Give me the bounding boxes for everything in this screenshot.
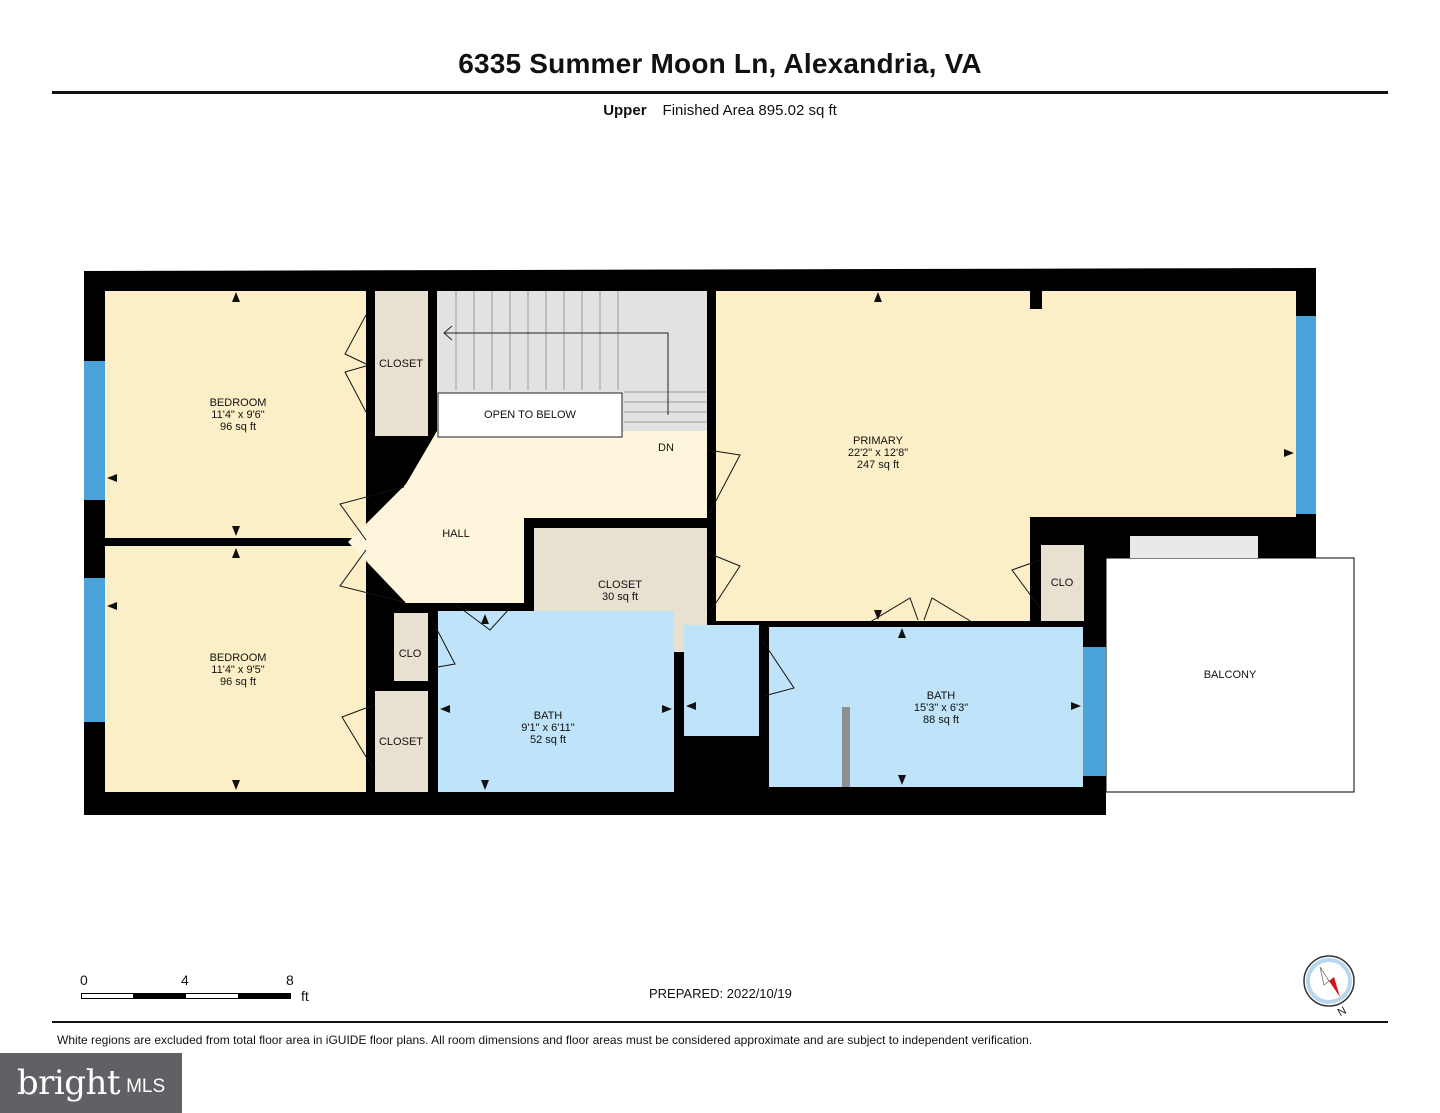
floor-level: Upper (603, 102, 647, 119)
closet-center-name: CLOSET (598, 579, 642, 591)
clo-right-floor (1041, 545, 1084, 621)
hall-floor (348, 431, 707, 603)
footer-divider (52, 1021, 1388, 1023)
scale-tick-8: 8 (286, 972, 294, 988)
scale-unit: ft (301, 988, 309, 1004)
bath-1-name: BATH (534, 710, 563, 722)
primary-dims: 22'2" x 12'8" (848, 447, 908, 459)
bedroom-1-dims: 11'4" x 9'6" (211, 409, 264, 421)
wall-stub (1030, 291, 1042, 309)
stair-treads (455, 291, 707, 423)
open-to-below-box (437, 392, 623, 438)
wall-stub (1030, 517, 1042, 545)
primary-floor-lower (716, 517, 1030, 621)
hall-name: HALL (442, 528, 470, 540)
bath-2-dims: 15'3" x 6'3" (914, 702, 968, 714)
scale-tick-4: 4 (181, 972, 189, 988)
brand-name: bright (16, 1063, 121, 1103)
title-divider (52, 91, 1388, 94)
bath-2-area: 88 sq ft (923, 714, 959, 726)
closet-top-name: CLOSET (379, 358, 423, 370)
primary-name: PRIMARY (853, 435, 904, 447)
stairs-down-label: DN (658, 442, 674, 454)
clo-left-name: CLO (399, 648, 422, 660)
bath-1-floor (438, 611, 674, 792)
scale-bar (81, 993, 291, 999)
closet-bottom-floor (375, 691, 428, 792)
stair-direction-arrow (444, 332, 669, 415)
open-to-below-label: OPEN TO BELOW (484, 409, 577, 421)
compass-icon: N (1303, 955, 1355, 1019)
page-title: 6335 Summer Moon Ln, Alexandria, VA (458, 48, 982, 79)
bath-2-floor (769, 627, 1083, 787)
prepared-date: PREPARED: 2022/10/19 (649, 986, 792, 1001)
scale-tick-0: 0 (80, 972, 88, 988)
bath-2-vestibule (684, 625, 759, 736)
compass-north-label: N (1336, 1005, 1349, 1019)
closet-center-area: 30 sq ft (602, 591, 638, 603)
bath-1-area: 52 sq ft (530, 734, 566, 746)
primary-floor (716, 291, 1296, 517)
bath-1-dims: 9'1" x 6'11" (521, 722, 574, 734)
closet-top-floor (375, 291, 428, 436)
bedroom-2-dims: 11'4" x 9'5" (211, 664, 264, 676)
disclaimer-text: White regions are excluded from total fl… (57, 1033, 1033, 1047)
balcony-name: BALCONY (1204, 669, 1257, 681)
bright-mls-logo: bright MLS (0, 1053, 182, 1113)
window (84, 578, 105, 722)
dimension-markers (107, 292, 1294, 790)
window (1083, 647, 1106, 776)
window (1296, 316, 1316, 514)
bedroom-1-floor (105, 291, 366, 538)
bedroom-1-area: 96 sq ft (220, 421, 256, 433)
bedroom-2-name: BEDROOM (210, 652, 267, 664)
bedroom-2-floor (105, 546, 366, 792)
sliding-door (1130, 536, 1258, 558)
window (84, 361, 105, 500)
bedroom-2-area: 96 sq ft (220, 676, 256, 688)
brand-suffix: MLS (126, 1076, 166, 1097)
primary-area: 247 sq ft (857, 459, 899, 471)
clo-left-floor (394, 613, 428, 681)
shower-divider (842, 707, 850, 787)
bedroom-1-name: BEDROOM (210, 397, 267, 409)
bath-2-name: BATH (927, 690, 956, 702)
stair-arrow-head (443, 325, 453, 341)
balcony-area (1105, 557, 1355, 793)
floor-summary: Upper Finished Area 895.02 sq ft (0, 102, 1440, 119)
door-swings (339, 314, 1041, 771)
finished-area: Finished Area 895.02 sq ft (662, 102, 837, 119)
clo-right-name: CLO (1051, 577, 1074, 589)
closet-bottom-name: CLOSET (379, 736, 423, 748)
